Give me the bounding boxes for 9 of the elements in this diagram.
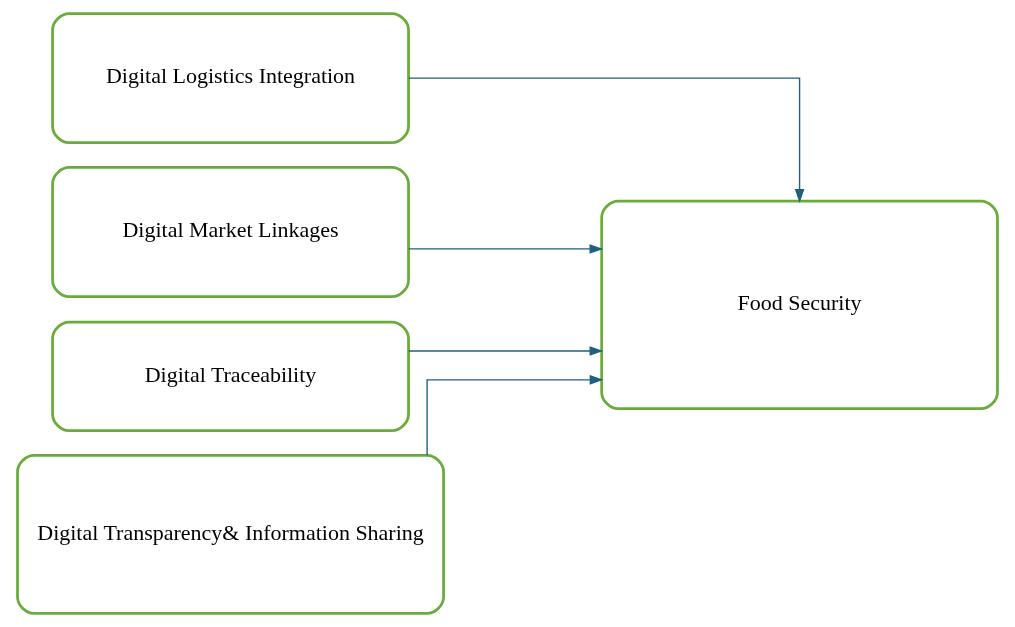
arrow <box>426 375 604 456</box>
node-box: Digital Logistics Integration <box>51 12 410 145</box>
node-box: Digital Market Linkages <box>51 166 410 299</box>
arrow <box>407 244 604 254</box>
node-box: Digital Transparency& Information Sharing <box>16 454 445 615</box>
arrow <box>407 346 604 356</box>
node-box: Digital Traceability <box>51 320 410 433</box>
arrow <box>407 77 805 203</box>
node-box: Food Security <box>600 199 999 411</box>
